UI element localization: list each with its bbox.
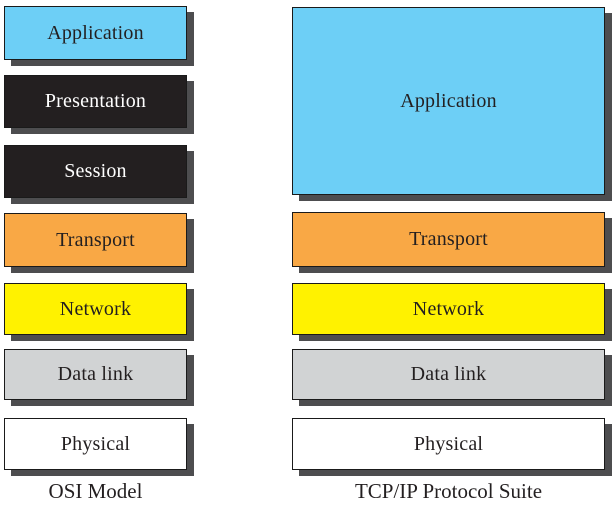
osi-layer-physical: Physical (4, 418, 187, 470)
tcpip-layer-data-link: Data link (292, 349, 605, 400)
tcpip-layer-application: Application (292, 7, 605, 195)
tcpip-layer-network: Network (292, 283, 605, 335)
osi-layer-application: Application (4, 6, 187, 60)
osi-layer-data-link: Data link (4, 349, 187, 400)
osi-layer-presentation: Presentation (4, 75, 187, 128)
osi-model-caption: OSI Model (48, 479, 143, 503)
osi-layer-network: Network (4, 283, 187, 335)
osi-layer-transport: Transport (4, 213, 187, 267)
tcpip-suite-caption: TCP/IP Protocol Suite (354, 479, 543, 503)
osi-layer-session: Session (4, 145, 187, 198)
tcpip-layer-transport: Transport (292, 212, 605, 267)
tcpip-layer-physical: Physical (292, 418, 605, 470)
